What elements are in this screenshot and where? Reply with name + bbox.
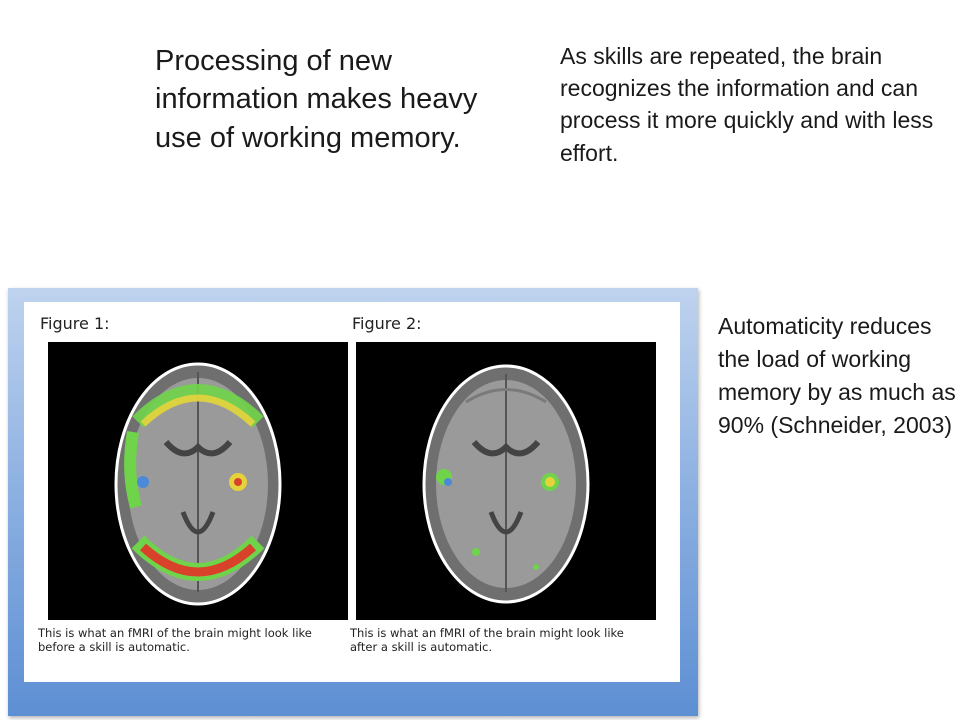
figure2-title: Figure 2:	[352, 314, 422, 333]
processing-text: Processing of new information makes heav…	[155, 45, 478, 154]
fmri-figure-panel: Figure 1: Figure 2:	[8, 288, 698, 716]
fmri-figure-inner: Figure 1: Figure 2:	[24, 302, 680, 682]
automaticity-text: Automaticity reduces the load of working…	[718, 313, 956, 438]
figure1-title: Figure 1:	[40, 314, 110, 333]
figure1-caption: This is what an fMRI of the brain might …	[38, 626, 312, 655]
figure2-caption: This is what an fMRI of the brain might …	[350, 626, 624, 655]
figure1-brain-scan	[48, 342, 348, 620]
skills-repeated-text: As skills are repeated, the brain recogn…	[560, 43, 934, 166]
figure2-brain-scan	[356, 342, 656, 620]
